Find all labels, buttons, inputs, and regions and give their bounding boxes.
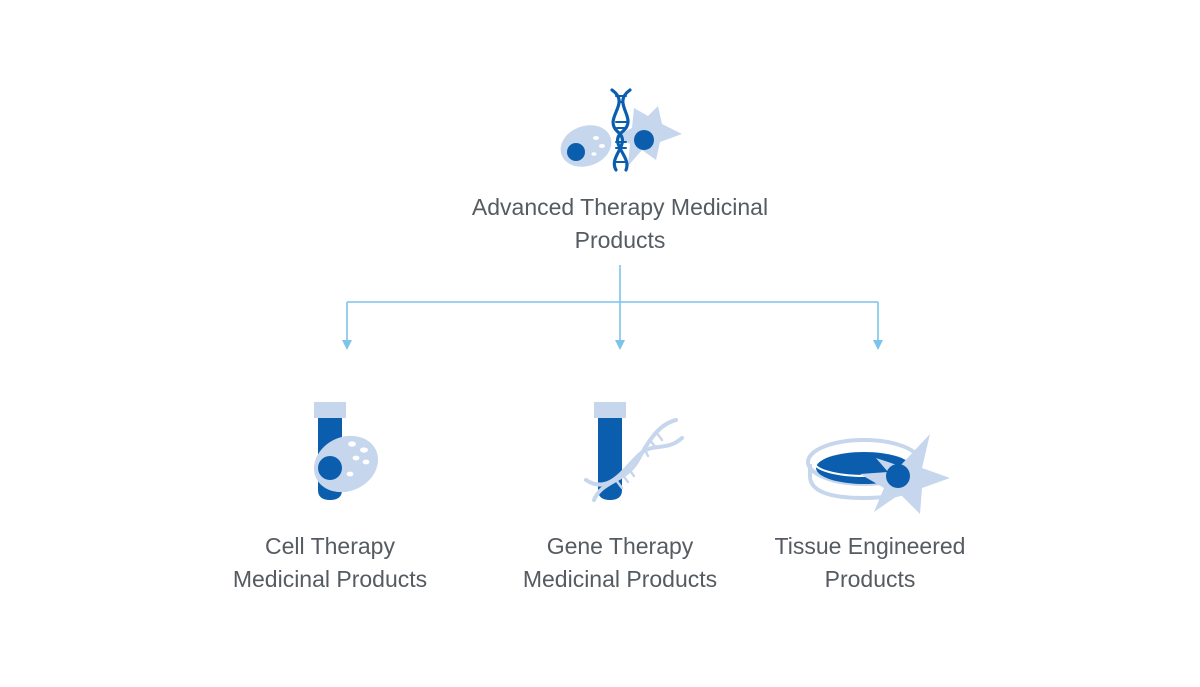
gene-therapy-label-line2: Medicinal Products [522, 566, 718, 592]
tissue-engineered-label: Tissue Engineered Products [730, 530, 1010, 596]
cell-therapy-label-line1: Cell Therapy [265, 533, 395, 559]
root-label-line1: Advanced Therapy Medicinal [471, 194, 769, 220]
root-label-line2: Products [574, 227, 666, 253]
gene-therapy-label-line1: Gene Therapy [546, 533, 694, 559]
tissue-engineered-label-line2: Products [824, 566, 916, 592]
dna-and-cells-icon [560, 88, 682, 172]
arrowhead-gene [615, 340, 625, 350]
gene-therapy-label: Gene Therapy Medicinal Products [480, 530, 760, 596]
test-tube-dna-icon [584, 402, 684, 502]
petri-dish-cell-icon [806, 434, 950, 514]
root-label: Advanced Therapy Medicinal Products [400, 191, 840, 257]
cell-therapy-label-line2: Medicinal Products [232, 566, 428, 592]
tissue-engineered-label-line1: Tissue Engineered [774, 533, 966, 559]
cell-therapy-label: Cell Therapy Medicinal Products [190, 530, 470, 596]
arrowhead-cell [342, 340, 352, 350]
arrowhead-tissue [873, 340, 883, 350]
test-tube-cell-icon [313, 402, 379, 500]
